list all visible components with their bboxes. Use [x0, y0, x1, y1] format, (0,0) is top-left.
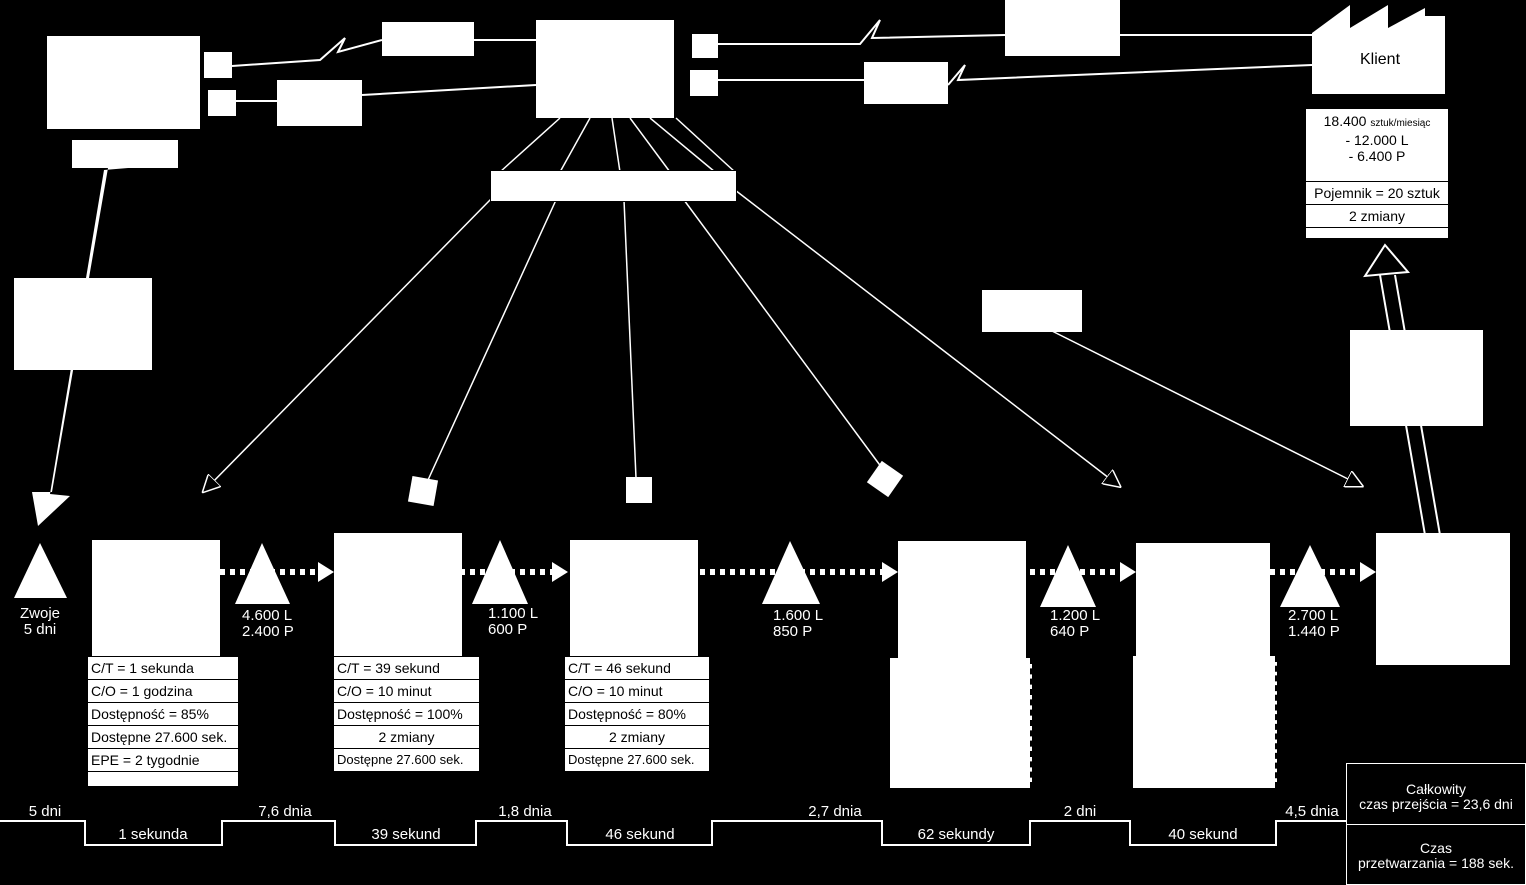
signal-kanban-1 — [407, 475, 439, 507]
timeline-wait-6: 4,5 dnia — [1285, 803, 1339, 820]
data-avail-1: Dostępność = 85% — [88, 703, 238, 726]
data-shifts-2: 2 zmiany — [334, 726, 479, 749]
process-box-6 — [1376, 533, 1510, 665]
control-port-1 — [692, 34, 718, 58]
supplier-order-box — [382, 22, 474, 56]
timeline-ladder — [0, 820, 1346, 846]
customer-demand-unit: sztuk/miesiąc — [1370, 118, 1431, 129]
customer-data-box: 18.400 sztuk/miesiąc - 12.000 L - 6.400 … — [1305, 108, 1449, 239]
process-data-box-4 — [890, 658, 1032, 788]
customer-forecast-box — [864, 62, 948, 104]
data-avail-2: Dostępność = 100% — [334, 703, 479, 726]
supplier-label-box — [72, 140, 178, 168]
truck-label-box — [14, 278, 152, 370]
shipping-box — [1350, 330, 1483, 426]
timeline-process-1: 1 sekunda — [118, 826, 188, 843]
schedule-lines — [205, 117, 1360, 490]
inventory-triangle-2 — [235, 543, 290, 604]
timeline-wait-4: 2,7 dnia — [808, 803, 862, 820]
supplier-forecast-box — [277, 80, 362, 126]
timeline-wait-5: 2 dni — [1063, 803, 1097, 820]
customer-factory-shape — [1312, 5, 1445, 94]
customer-container: Pojemnik = 20 sztuk — [1306, 182, 1448, 205]
customer-name: Klient — [1359, 51, 1401, 68]
data-avail-3: Dostępność = 80% — [565, 703, 709, 726]
inventory-triangle-4 — [762, 541, 820, 604]
data-time-3: Dostępne 27.600 sek. — [568, 752, 695, 767]
customer-demand-l: - 12.000 L — [1345, 132, 1409, 148]
data-ct-2: C/T = 39 sekund — [334, 657, 479, 680]
process-box-4 — [898, 541, 1026, 659]
customer-order-box — [1005, 0, 1120, 56]
data-co-3: C/O = 10 minut — [565, 680, 709, 703]
process-box-1 — [92, 540, 220, 656]
data-epe-1: EPE = 2 tygodnie — [88, 749, 238, 772]
timeline-process-4: 62 sekundy — [917, 826, 995, 843]
data-time-2: Dostępne 27.600 sek. — [337, 752, 464, 767]
customer-demand: 18.400 — [1323, 113, 1367, 129]
weekly-schedule-box — [982, 290, 1082, 332]
timeline-process-2: 39 sekund — [371, 826, 441, 843]
data-ct-1: C/T = 1 sekunda — [88, 657, 238, 680]
process-box-2 — [334, 533, 462, 657]
timeline-process-5: 40 sekund — [1168, 826, 1238, 843]
timeline-wait-1: 5 dni — [28, 803, 62, 820]
control-port-2 — [690, 70, 718, 96]
inventory-triangle-1 — [14, 543, 67, 598]
data-ct-3: C/T = 46 sekund — [565, 657, 709, 680]
inventory-triangles — [14, 540, 1340, 607]
customer-demand-p: - 6.400 P — [1348, 148, 1406, 164]
process-data-table-3: C/T = 46 sekund C/O = 10 minut Dostępnoś… — [564, 656, 710, 772]
data-time-1: Dostępne 27.600 sek. — [88, 726, 238, 749]
data-co-1: C/O = 1 godzina — [88, 680, 238, 703]
schedule-bar — [490, 170, 737, 202]
inventory-triangle-3 — [472, 540, 528, 604]
signal-kanban-3 — [866, 460, 904, 498]
process-data-box-5 — [1133, 656, 1277, 788]
timeline-wait-3: 1,8 dnia — [498, 803, 552, 820]
timeline-process-3: 46 sekund — [605, 826, 675, 843]
supplier-port-2 — [208, 90, 236, 116]
production-control-box — [536, 20, 674, 118]
data-shifts-3: 2 zmiany — [565, 726, 709, 749]
process-data-table-2: C/T = 39 sekund C/O = 10 minut Dostępnoś… — [333, 656, 480, 772]
process-box-3 — [570, 540, 698, 656]
process-box-5 — [1136, 543, 1270, 657]
customer-shifts: 2 zmiany — [1306, 205, 1448, 228]
info-flow-lines — [231, 19, 1313, 102]
signal-kanban-2 — [626, 477, 652, 503]
inventory-triangle-5 — [1040, 545, 1096, 607]
data-co-2: C/O = 10 minut — [334, 680, 479, 703]
inventory-triangle-6 — [1280, 545, 1340, 607]
supplier-port-1 — [204, 52, 232, 78]
timeline-wait-2: 7,6 dnia — [258, 803, 312, 820]
process-data-table-1: C/T = 1 sekunda C/O = 1 godzina Dostępno… — [87, 656, 239, 787]
supplier-box — [47, 36, 200, 129]
